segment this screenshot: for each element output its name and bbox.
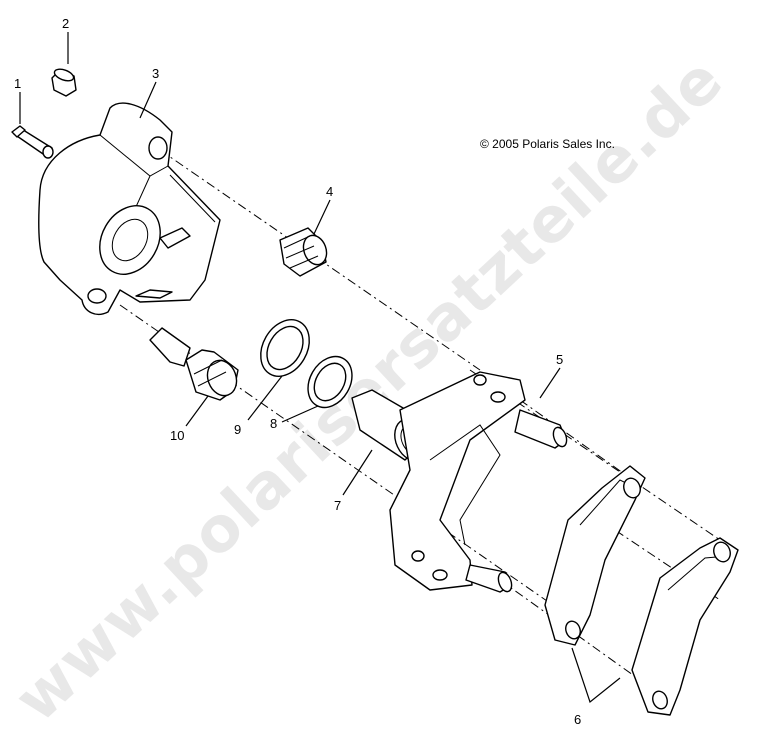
caliper-housing: [38, 102, 221, 316]
callout-6: 6: [574, 712, 581, 727]
seal-ring-large: [260, 319, 310, 377]
callout-9: 9: [234, 422, 241, 437]
dust-boot: [279, 227, 328, 277]
bleeder-cap: [51, 68, 77, 97]
callout-7: 7: [334, 498, 341, 513]
callout-4: 4: [326, 184, 333, 199]
callout-8: 8: [270, 416, 277, 431]
callout-2: 2: [62, 16, 69, 31]
pin-fitting: [149, 327, 239, 401]
callout-numbers: 1 2 3 4 5 6 7 8 9 10: [14, 16, 581, 727]
leader-lines: [19, 32, 621, 704]
bleeder-screw: [11, 125, 54, 159]
callout-10: 10: [170, 428, 184, 443]
seal-ring-small: [307, 355, 353, 409]
callout-1: 1: [14, 76, 21, 91]
callout-5: 5: [556, 352, 563, 367]
brake-pad-front: [631, 537, 739, 716]
brake-pad-rear: [544, 465, 646, 646]
callout-3: 3: [152, 66, 159, 81]
caliper-bracket: [389, 371, 568, 593]
copyright-notice: © 2005 Polaris Sales Inc.: [480, 137, 615, 151]
